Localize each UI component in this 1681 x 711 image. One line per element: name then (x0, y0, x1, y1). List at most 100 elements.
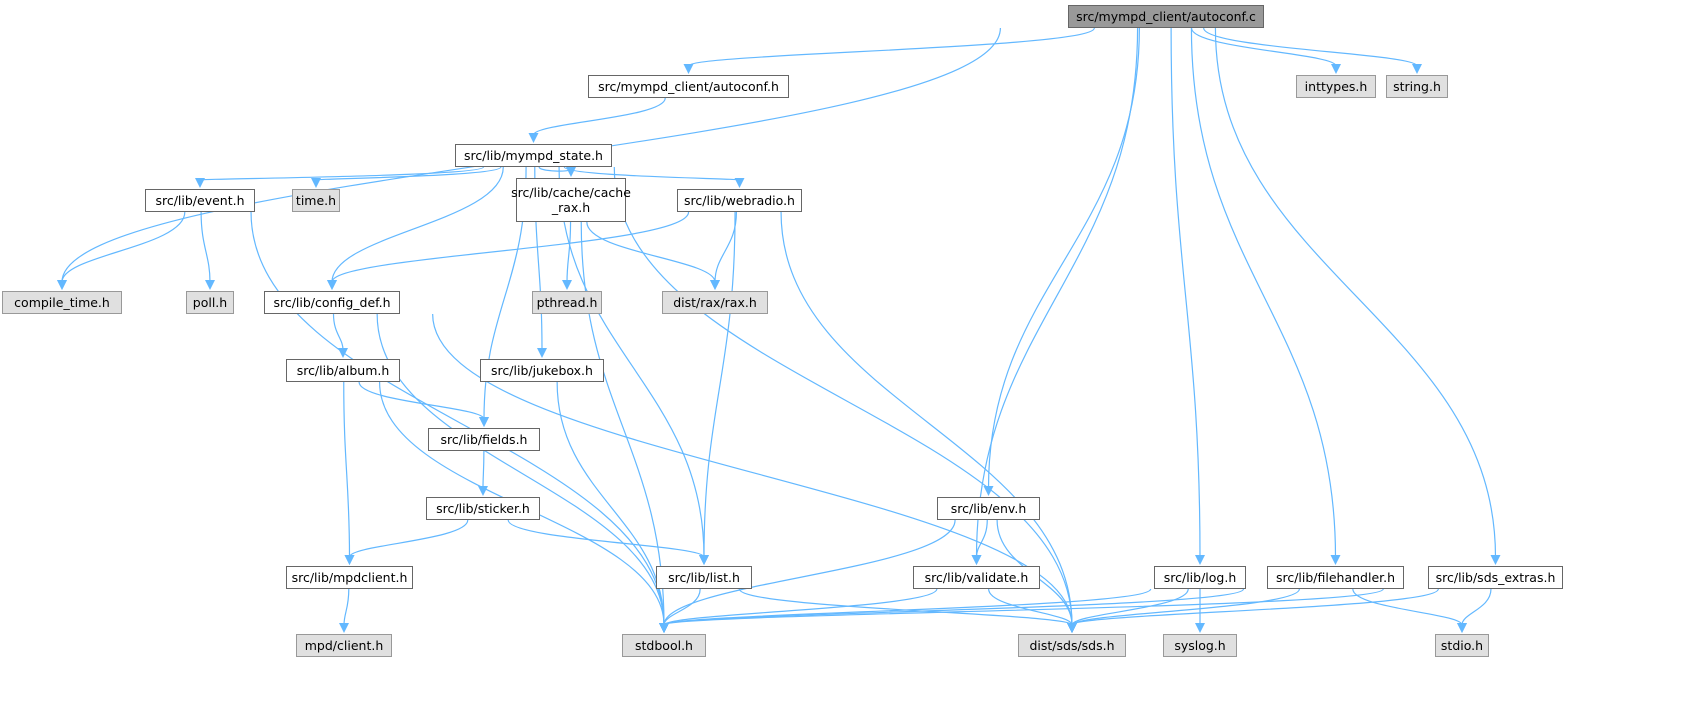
arrowhead-icon (205, 280, 215, 290)
node-config-def[interactable]: src/lib/config_def.h (264, 291, 400, 314)
node-inttypes[interactable]: inttypes.h (1296, 75, 1376, 98)
edge-config_def-to-album (332, 313, 344, 351)
node-event[interactable]: src/lib/event.h (145, 189, 255, 212)
node-autoconf-h[interactable]: src/mympd_client/autoconf.h (588, 75, 789, 98)
edge-autoconf_c-to-filehandler (1190, 27, 1337, 558)
arrowhead-icon (710, 280, 720, 290)
node-env[interactable]: src/lib/env.h (937, 497, 1040, 520)
edge-autoconf_h-to-mympd_state (532, 97, 666, 136)
arrowhead-icon (1412, 64, 1422, 74)
edge-sticker-to-mpdclient (348, 519, 469, 558)
node-stdio[interactable]: stdio.h (1435, 634, 1489, 657)
edge-filehandler-to-stdio (1352, 588, 1463, 626)
node-pthread[interactable]: pthread.h (532, 291, 602, 314)
edge-sds_extras-to-sds (1071, 588, 1439, 626)
edge-event-to-poll (200, 211, 211, 283)
edge-mympd_state-to-event (199, 166, 485, 181)
edge-webradio-to-rax (714, 211, 738, 283)
arrowhead-icon (562, 280, 572, 290)
edge-log-to-sds (1071, 588, 1189, 626)
arrowhead-icon (338, 348, 348, 358)
node-list[interactable]: src/lib/list.h (656, 566, 752, 589)
edge-autoconf_c-to-env (987, 27, 1140, 489)
edge-event-to-stdbool (250, 211, 665, 626)
edge-event-to-compile_time (61, 211, 186, 283)
arrowhead-icon (195, 178, 205, 188)
arrowhead-icon (1490, 555, 1501, 565)
node-compile-time[interactable]: compile_time.h (2, 291, 122, 314)
arrowhead-icon (1331, 64, 1341, 74)
edge-mympd_state-to-time (315, 166, 502, 181)
edge-mympd_state-to-config_def (331, 166, 504, 283)
node-autoconf-c[interactable]: src/mympd_client/autoconf.c (1068, 5, 1264, 28)
edge-sticker-to-list (507, 519, 705, 558)
node-cache-rax[interactable]: src/lib/cache/cache _rax.h (511, 178, 631, 222)
node-rax[interactable]: dist/rax/rax.h (662, 291, 768, 314)
node-validate[interactable]: src/lib/validate.h (913, 566, 1040, 589)
edge-mpdclient-to-mpd_client (343, 588, 350, 626)
arrowhead-icon (1067, 623, 1077, 633)
edge-sds_extras-to-stdio (1461, 588, 1492, 626)
node-time[interactable]: time.h (292, 189, 340, 212)
node-log[interactable]: src/lib/log.h (1154, 566, 1246, 589)
node-jukebox[interactable]: src/lib/jukebox.h (480, 359, 604, 382)
node-poll[interactable]: poll.h (186, 291, 234, 314)
edge-autoconf_c-to-autoconf_h (687, 27, 1095, 67)
arrowhead-icon (983, 486, 994, 496)
node-sds-extras[interactable]: src/lib/sds_extras.h (1428, 566, 1563, 589)
arrowhead-icon (537, 348, 547, 358)
arrowhead-icon (659, 623, 669, 633)
edge-env-to-stdbool (663, 519, 956, 626)
edge-filehandler-to-sds (1071, 588, 1300, 626)
arrowhead-icon (566, 167, 576, 177)
node-syslog[interactable]: syslog.h (1163, 634, 1237, 657)
edge-fields-to-sticker (482, 450, 485, 489)
arrowhead-icon (479, 417, 489, 427)
node-mpdclient[interactable]: src/lib/mpdclient.h (286, 566, 413, 589)
node-mympd-state[interactable]: src/lib/mympd_state.h (455, 144, 612, 167)
arrowhead-icon (1195, 623, 1205, 633)
edge-autoconf_c-to-validate (975, 27, 1139, 558)
arrowhead-icon (734, 178, 745, 188)
arrowhead-icon (699, 555, 709, 565)
edge-validate-to-stdbool (663, 588, 938, 626)
node-sds[interactable]: dist/sds/sds.h (1018, 634, 1126, 657)
edge-cache_rax-to-rax (586, 221, 716, 283)
edge-autoconf_c-to-sds_extras (1214, 27, 1497, 558)
arrowhead-icon (971, 555, 982, 565)
edge-mympd_state-to-sds (613, 166, 1073, 626)
arrowhead-icon (478, 486, 488, 496)
edge-autoconf_c-to-inttypes (1190, 27, 1337, 67)
edge-sds_extras-to-stdbool (663, 588, 1384, 626)
arrowhead-icon (57, 280, 67, 290)
arrowhead-icon (339, 623, 349, 633)
arrowhead-icon (311, 178, 321, 188)
node-filehandler[interactable]: src/lib/filehandler.h (1267, 566, 1404, 589)
edge-log-to-stdbool (663, 588, 1152, 626)
node-webradio[interactable]: src/lib/webradio.h (677, 189, 802, 212)
edge-webradio-to-list (703, 211, 736, 558)
edge-filehandler-to-stdbool (663, 588, 1245, 626)
node-fields[interactable]: src/lib/fields.h (428, 428, 540, 451)
edge-webradio-to-config_def (331, 211, 690, 283)
edge-mympd_state-to-webradio (563, 166, 741, 181)
edge-mympd_state-to-list (558, 166, 705, 558)
node-string[interactable]: string.h (1386, 75, 1448, 98)
edge-autoconf_c-to-string (1203, 27, 1418, 67)
edge-cache_rax-to-pthread (566, 221, 572, 283)
edge-cache_rax-to-stdbool (580, 221, 665, 626)
arrowhead-icon (683, 64, 694, 74)
arrowhead-icon (327, 280, 337, 290)
arrowhead-icon (1330, 555, 1341, 565)
edge-env-to-validate (975, 519, 988, 558)
node-sticker[interactable]: src/lib/sticker.h (426, 497, 540, 520)
edge-album-to-mpdclient (343, 381, 351, 558)
arrowhead-icon (1195, 555, 1205, 565)
node-album[interactable]: src/lib/album.h (286, 359, 400, 382)
node-stdbool[interactable]: stdbool.h (622, 634, 706, 657)
node-mpd-client[interactable]: mpd/client.h (296, 634, 392, 657)
edge-album-to-fields (358, 381, 485, 420)
arrowhead-icon (528, 133, 539, 143)
edge-autoconf_c-to-log (1170, 27, 1201, 558)
